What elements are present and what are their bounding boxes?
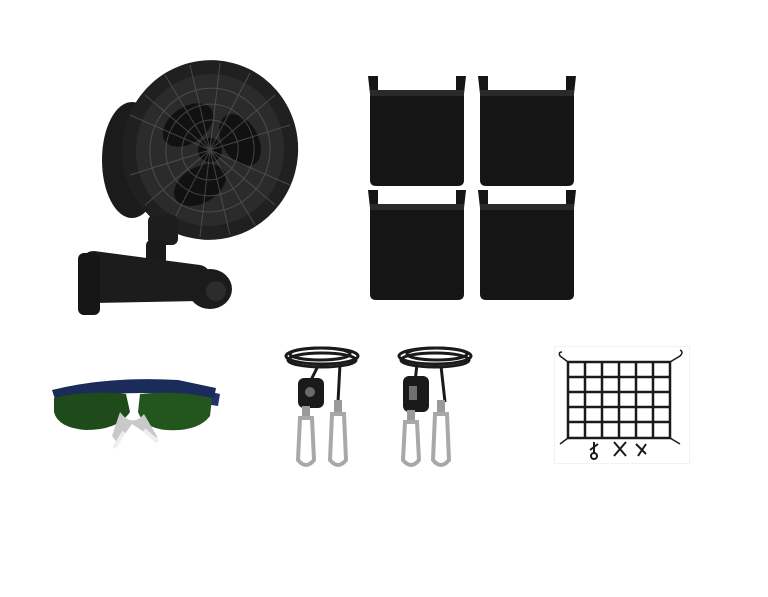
- rope-ratchet-hanger: [280, 342, 365, 470]
- rope-ratchet-hanger: [393, 342, 478, 470]
- safety-glasses: [48, 372, 223, 454]
- clip-on-fan: [70, 55, 300, 325]
- trellis-net: [554, 346, 690, 464]
- grow-bags: [362, 72, 577, 304]
